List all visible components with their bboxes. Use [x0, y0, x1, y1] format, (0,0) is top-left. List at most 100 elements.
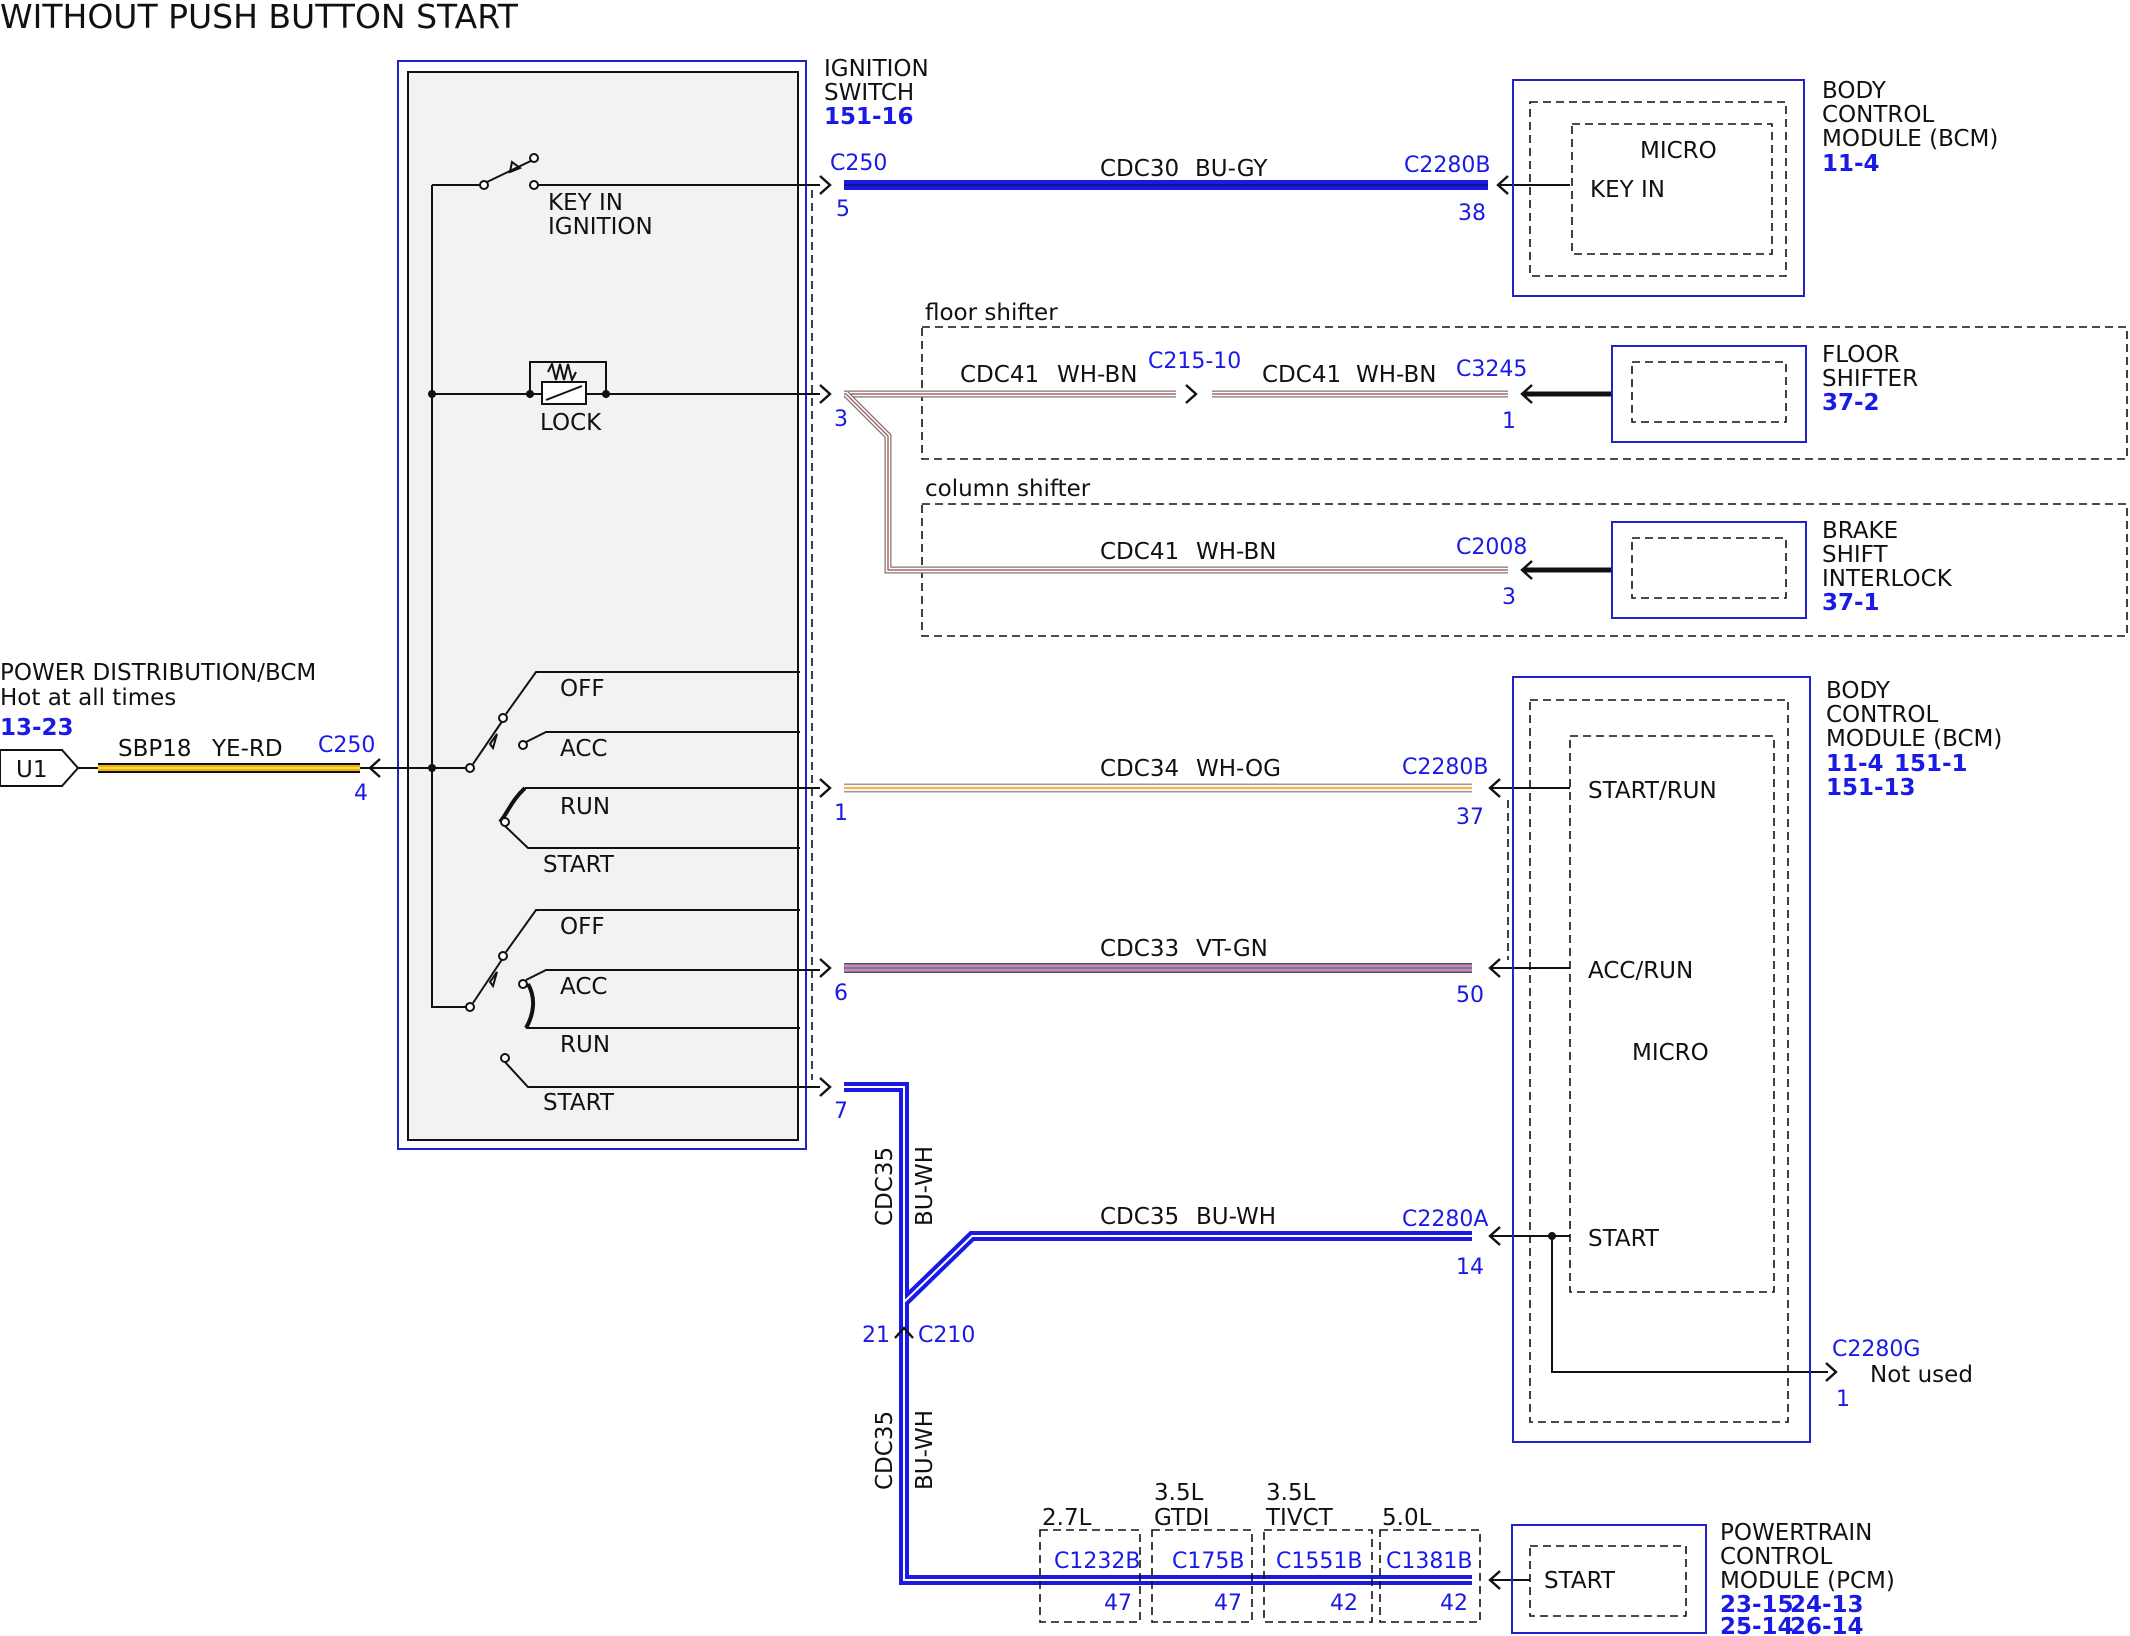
pos1-run-label: RUN [560, 794, 610, 820]
bcm-top-module: MICRO KEY IN BODY CONTROL MODULE (BCM) 1… [1512, 78, 1998, 297]
pcm-name-2: CONTROL [1720, 1544, 1833, 1570]
key-in-to-conn: C2280B [1404, 153, 1490, 178]
pcm-name-1: POWERTRAIN [1720, 1520, 1872, 1546]
bcm-bottom-ref-3: 151-13 [1826, 775, 1916, 801]
pcm-pin-start: START [1544, 1568, 1616, 1594]
key-in-circuit: CDC30 [1100, 156, 1179, 182]
engine-35g-pin: 47 [1214, 1591, 1242, 1616]
u1-terminal: U1 [16, 757, 47, 783]
bcm-top-ref: 11-4 [1822, 151, 1880, 177]
bcm-top-name-1: BODY [1822, 78, 1887, 104]
bsi-name-3: INTERLOCK [1822, 566, 1953, 592]
start-run-color: WH-OG [1196, 756, 1281, 782]
power-source-line-1: POWER DISTRIBUTION/BCM [0, 660, 316, 686]
key-in-label-1: KEY IN [548, 190, 623, 216]
floor-b-circuit: CDC41 [1262, 362, 1341, 388]
key-in-color: BU-GY [1195, 156, 1268, 182]
bcm-top-micro: MICRO [1640, 138, 1717, 164]
floor-shifter-option: floor shifter 3 CDC41 WH-BN C215-10 CDC4… [818, 300, 2128, 460]
key-in-to-pin: 38 [1458, 201, 1486, 226]
acc-run-color: VT-GN [1196, 936, 1268, 962]
wire-start: 7 CDC35 BU-WH C2280A 14 CDC35 BU-WH [818, 1076, 1838, 1383]
power-source: POWER DISTRIBUTION/BCM Hot at all times … [0, 660, 432, 806]
bcm-bottom-pin-acc-run: ACC/RUN [1588, 958, 1693, 984]
bsi-name-1: BRAKE [1822, 518, 1898, 544]
c250-power-pin: 4 [354, 781, 368, 806]
pcm-ref-4: 26-14 [1790, 1614, 1864, 1636]
engine-35t-line-2: TIVCT [1265, 1505, 1334, 1531]
engine-option-35-gtdi: 3.5L GTDI C175B 47 [1151, 1480, 1253, 1623]
wire-pcm: 21 C210 CDC35 BU-WH [862, 1302, 1530, 1591]
key-in-from-conn: C250 [830, 151, 887, 176]
bsi-ref: 37-1 [1822, 590, 1880, 616]
bcm-top-key-in: KEY IN [1590, 177, 1665, 203]
bcm-bottom-name-1: BODY [1826, 678, 1891, 704]
pos1-off-label: OFF [560, 676, 605, 702]
start-to-conn: C2280A [1402, 1207, 1488, 1232]
engine-option-27: 2.7L C1232B 47 [1039, 1505, 1141, 1623]
bcm-bottom-module: START/RUN ACC/RUN MICRO START BODY CONTR… [1512, 676, 2002, 1443]
bcm-top-name-3: MODULE (BCM) [1822, 126, 1998, 152]
bcm-bottom-micro: MICRO [1632, 1040, 1709, 1066]
start-vert-color: BU-WH [912, 1146, 938, 1226]
engine-50-conn: C1381B [1386, 1549, 1472, 1574]
column-color: WH-BN [1196, 539, 1277, 565]
floor-shifter-name-2: SHIFTER [1822, 366, 1918, 392]
ignition-switch-ref: 151-16 [824, 104, 914, 130]
diagram-title: WITHOUT PUSH BUTTON START [0, 0, 519, 36]
pcm-vert-color: BU-WH [912, 1410, 938, 1490]
column-to-pin: 3 [1502, 585, 1516, 610]
wire-start-run: 1 CDC34 WH-OG C2280B 37 [818, 755, 1570, 830]
power-source-line-2: Hot at all times [0, 685, 176, 711]
bsi-name-2: SHIFT [1822, 542, 1889, 568]
engine-50-line-1: 5.0L [1382, 1505, 1432, 1531]
start-run-from-pin: 1 [834, 801, 848, 826]
start-run-to-conn: C2280B [1402, 755, 1488, 780]
bcm-bottom-ref-2: 151-1 [1894, 751, 1968, 777]
ignition-switch-name-2: SWITCH [824, 80, 914, 106]
floor-option-label: floor shifter [925, 300, 1058, 326]
pos2-off-label: OFF [560, 914, 605, 940]
unused-text: Not used [1870, 1362, 1973, 1388]
pos2-acc-label: ACC [560, 974, 607, 1000]
column-to-conn: C2008 [1456, 535, 1527, 560]
engine-27-line-1: 2.7L [1042, 1505, 1092, 1531]
floor-to-conn: C3245 [1456, 357, 1527, 382]
bcm-bottom-pin-start-run: START/RUN [1588, 778, 1717, 804]
acc-run-from-pin: 6 [834, 981, 848, 1006]
pcm-module: START POWERTRAIN CONTROL MODULE (PCM) 23… [1511, 1520, 1895, 1636]
engine-option-35-tivct: 3.5L TIVCT C1551B 42 [1263, 1480, 1373, 1623]
floor-from-pin: 3 [834, 407, 848, 432]
lock-label: LOCK [540, 410, 602, 436]
unused-conn: C2280G [1832, 1337, 1920, 1362]
engine-35t-conn: C1551B [1276, 1549, 1362, 1574]
pos1-start-label: START [543, 852, 615, 878]
column-circuit: CDC41 [1100, 539, 1179, 565]
engine-27-conn: C1232B [1054, 1549, 1140, 1574]
wire-key-in: C250 5 CDC30 BU-GY C2280B 38 [818, 151, 1570, 226]
acc-run-circuit: CDC33 [1100, 936, 1179, 962]
start-circuit: CDC35 [1100, 1204, 1179, 1230]
bcm-bottom-name-2: CONTROL [1826, 702, 1939, 728]
floor-inline-conn: C215-10 [1148, 349, 1241, 374]
wire-acc-run: 6 CDC33 VT-GN 50 [818, 800, 1570, 1008]
pos2-run-label: RUN [560, 1032, 610, 1058]
engine-35g-line-1: 3.5L [1154, 1480, 1204, 1506]
bcm-top-name-2: CONTROL [1822, 102, 1935, 128]
ignition-switch: IGNITION SWITCH 151-16 KEY IN IGNITION L… [350, 56, 929, 1150]
engine-35t-line-1: 3.5L [1266, 1480, 1316, 1506]
start-from-pin: 7 [834, 1099, 848, 1124]
engine-options: 2.7L C1232B 47 3.5L GTDI C175B 47 3.5L T… [1039, 1480, 1481, 1623]
engine-35t-pin: 42 [1330, 1591, 1358, 1616]
floor-b-color: WH-BN [1356, 362, 1437, 388]
unused-pin: 1 [1836, 1387, 1850, 1412]
floor-shifter-name-1: FLOOR [1822, 342, 1899, 368]
splice-pin: 21 [862, 1323, 890, 1348]
start-color: BU-WH [1196, 1204, 1276, 1230]
start-vert-circuit: CDC35 [872, 1147, 898, 1226]
bcm-bottom-pin-start: START [1588, 1226, 1660, 1252]
engine-35g-conn: C175B [1172, 1549, 1244, 1574]
sbp18-circuit: SBP18 [118, 736, 192, 762]
bcm-bottom-ref-1: 11-4 [1826, 751, 1884, 777]
